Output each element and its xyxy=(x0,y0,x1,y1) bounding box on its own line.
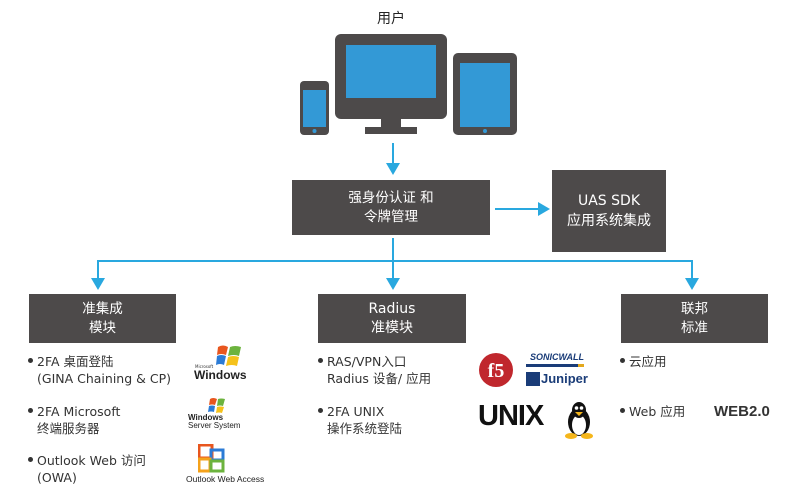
integration-module-line1: 准集成 xyxy=(82,300,123,317)
devices-illustration xyxy=(300,34,517,135)
juniper-logo: Juniper xyxy=(541,371,588,386)
windows-flag-icon xyxy=(216,345,241,366)
radius-module-box: Radius 准模块 xyxy=(318,294,466,343)
tablet-icon xyxy=(453,53,517,135)
sonicwall-bar-accent xyxy=(578,364,584,367)
federation-standard-box: 联邦 标准 xyxy=(621,294,768,343)
bullet-icon xyxy=(318,408,323,413)
arrow-down-icon xyxy=(685,278,699,290)
bullet-icon xyxy=(28,358,33,363)
web20-logo: WEB2.0 xyxy=(714,403,770,420)
arrow-right-icon xyxy=(538,202,550,216)
connector-line xyxy=(392,238,394,262)
list-item: RAS/VPN入口 Radius 设备/ 应用 xyxy=(318,353,431,387)
strong-auth-line2: 令牌管理 xyxy=(364,208,418,225)
sonicwall-bar xyxy=(526,364,578,367)
windows-logo: Windows xyxy=(194,368,247,382)
federation-standard-line2: 标准 xyxy=(681,319,708,336)
connector-line xyxy=(495,208,540,210)
list-item: 2FA Microsoft 终端服务器 xyxy=(28,403,120,437)
federation-standard-line1: 联邦 xyxy=(681,300,708,317)
uas-sdk-line1: UAS SDK xyxy=(577,193,640,209)
bullet-icon xyxy=(318,358,323,363)
bullet-icon xyxy=(620,358,625,363)
connector-line xyxy=(691,260,693,278)
connector-line xyxy=(392,260,394,278)
arrow-down-icon xyxy=(386,278,400,290)
f5-logo: f5 xyxy=(479,353,513,387)
bullet-icon xyxy=(28,408,33,413)
integration-module-line2: 模块 xyxy=(89,319,116,336)
integration-module-box: 准集成 模块 xyxy=(29,294,176,343)
windows-flag-icon xyxy=(208,398,225,413)
bullet-icon xyxy=(620,408,625,413)
radius-module-line1: Radius xyxy=(368,300,416,317)
juniper-icon xyxy=(526,372,540,386)
list-item: Web 应用 xyxy=(620,403,685,420)
arrow-down-icon xyxy=(386,163,400,175)
microsoft-small-text: Microsoft xyxy=(195,364,214,369)
connector-line xyxy=(97,260,99,278)
bullet-icon xyxy=(28,457,33,462)
users-title: 用户 xyxy=(377,11,405,27)
linux-penguin-icon xyxy=(565,402,593,439)
outlook-icon xyxy=(198,444,225,473)
uas-sdk-box: UAS SDK 应用系统集成 xyxy=(552,170,666,252)
arrow-down-icon xyxy=(91,278,105,290)
list-item: 2FA 桌面登陆 (GINA Chaining & CP) xyxy=(28,353,171,387)
sonicwall-logo: SONICWALL xyxy=(530,352,584,362)
strong-auth-line1: 强身份认证 和 xyxy=(348,189,434,206)
list-item: 2FA UNIX 操作系统登陆 xyxy=(318,403,402,437)
branch-line xyxy=(97,260,693,262)
monitor-icon xyxy=(335,34,447,134)
windows-server-logo: Windows Server System xyxy=(188,413,241,430)
strong-auth-box: 强身份认证 和 令牌管理 xyxy=(292,180,490,235)
unix-logo: UNIX xyxy=(478,400,544,432)
connector-line xyxy=(392,143,394,165)
f5-logo-text: f5 xyxy=(488,360,505,382)
list-item: Outlook Web 访问 (OWA) xyxy=(28,452,146,486)
list-item: 云应用 xyxy=(620,353,667,370)
uas-sdk-line2: 应用系统集成 xyxy=(567,213,651,229)
phone-icon xyxy=(300,81,329,135)
outlook-web-access-logo: Outlook Web Access xyxy=(186,474,265,484)
radius-module-line2: 准模块 xyxy=(371,319,413,336)
